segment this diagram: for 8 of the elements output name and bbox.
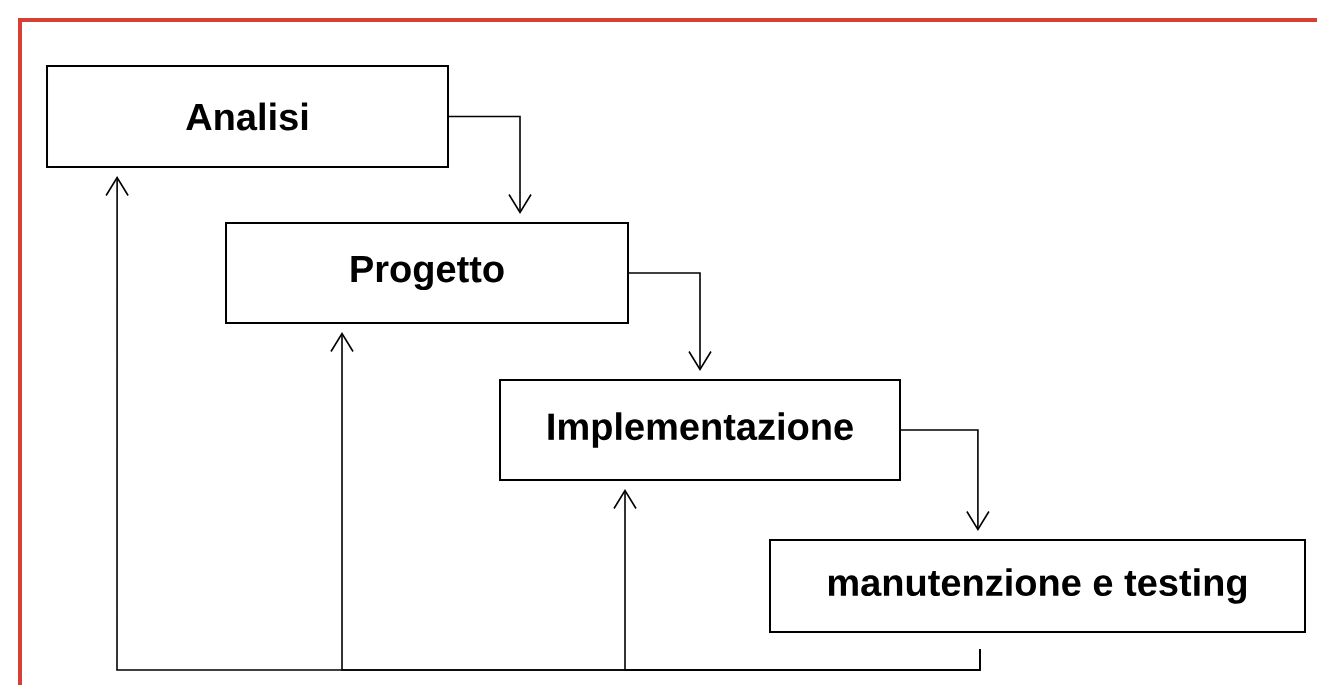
process-box: manutenzione e testing <box>769 539 1306 633</box>
arrow <box>900 429 990 531</box>
process-box: Analisi <box>46 65 449 168</box>
process-box: Implementazione <box>499 379 901 481</box>
arrow <box>628 272 712 371</box>
process-box: Progetto <box>225 222 629 324</box>
arrow <box>448 115 532 214</box>
arrow <box>613 489 981 671</box>
